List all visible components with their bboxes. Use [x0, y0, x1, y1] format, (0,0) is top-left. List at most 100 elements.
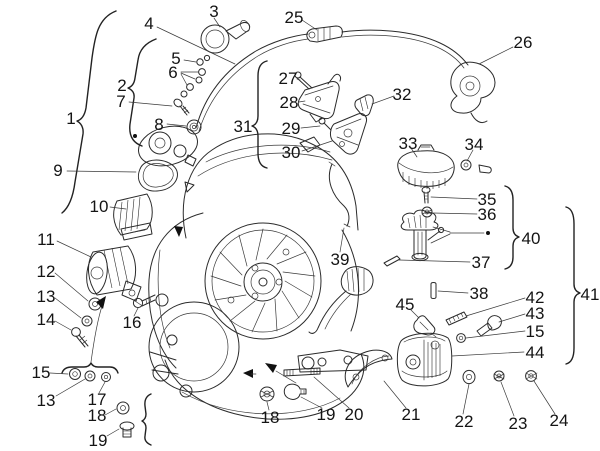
callout-11: 11	[37, 230, 55, 249]
callout-3: 3	[209, 2, 218, 21]
screw-part-7	[173, 98, 190, 116]
screw-part-35	[421, 186, 431, 204]
washer-part-13	[81, 315, 93, 327]
callout-45: 45	[396, 295, 415, 314]
washer-group-6	[180, 68, 206, 98]
callout-25: 25	[285, 8, 304, 27]
screw-part-27	[294, 71, 313, 90]
callout-28: 28	[280, 93, 299, 112]
leader-lines	[49, 17, 556, 437]
grommet-part-8	[186, 119, 202, 135]
switch-part-10	[113, 193, 153, 241]
regulator-part-30	[330, 113, 367, 155]
callout-39: 39	[331, 250, 350, 269]
callout-2: 2	[117, 76, 126, 95]
spark-plug-cap	[450, 61, 496, 124]
gasket-part-9	[137, 159, 178, 192]
callout-34: 34	[465, 135, 484, 154]
cap-part-3	[200, 20, 251, 54]
cover-part-21	[344, 349, 393, 388]
spring-part-42	[445, 311, 468, 326]
callout-40: 40	[522, 229, 541, 248]
callout-41: 41	[581, 285, 600, 304]
brace-group-1	[61, 10, 117, 214]
callout-1: 1	[66, 109, 75, 128]
nut-part-23	[493, 370, 505, 382]
coil-part-11	[86, 245, 142, 302]
callout-36: 36	[478, 205, 497, 224]
nut-part-24	[525, 370, 538, 382]
advance-unit-part-40	[400, 209, 490, 262]
bolt-part-16	[132, 294, 156, 309]
callout-29: 29	[282, 119, 301, 138]
callout-19b: 19	[317, 405, 336, 424]
wire-part-39	[328, 161, 351, 228]
callout-43: 43	[526, 304, 545, 323]
brace-group-15-13-17	[61, 362, 119, 374]
washer-part-22	[462, 369, 476, 385]
callout-labels: 1 2 3 4 5 6 7 8 9 10 11 12 13 14 15 16 1…	[32, 2, 600, 450]
callout-21: 21	[402, 405, 421, 424]
callout-44: 44	[526, 343, 545, 362]
engine-assembly-drawing	[148, 133, 369, 420]
flywheel-fins	[210, 228, 316, 333]
callout-13: 13	[37, 287, 56, 306]
bolt-part-14	[71, 327, 89, 348]
fastener-group-5	[196, 54, 211, 66]
nut-part-18-bottom	[259, 386, 275, 402]
callout-31: 31	[234, 117, 253, 136]
callout-19: 19	[89, 431, 108, 450]
horn-part-33	[397, 144, 455, 189]
callout-9: 9	[53, 161, 62, 180]
callout-23: 23	[509, 414, 528, 433]
callout-17: 17	[88, 390, 107, 409]
callout-13b: 13	[37, 391, 56, 410]
bolt-part-19-left	[119, 421, 135, 438]
callout-37: 37	[472, 253, 491, 272]
washer-part-18-left	[116, 401, 130, 415]
callout-6: 6	[168, 63, 177, 82]
nut-part-15-left	[69, 368, 81, 380]
nut-part-15-right	[456, 333, 466, 343]
washer-part-17	[101, 372, 111, 382]
callout-15: 15	[32, 363, 51, 382]
callout-24: 24	[550, 411, 569, 430]
callout-32: 32	[393, 85, 412, 104]
callout-30: 30	[282, 143, 301, 162]
callout-10: 10	[90, 197, 109, 216]
washer-part-34	[460, 159, 492, 174]
brace-group-2	[127, 38, 157, 147]
callout-16: 16	[123, 313, 142, 332]
callout-26: 26	[514, 33, 533, 52]
callout-38: 38	[470, 284, 489, 303]
nut-part-36	[421, 206, 433, 218]
bolt-part-43	[476, 315, 502, 337]
callout-22: 22	[455, 412, 474, 431]
pointer-arrows	[96, 226, 297, 384]
ht-cable-right	[341, 29, 469, 69]
bolt-part-19-bottom	[283, 383, 307, 400]
stud-part-20	[283, 367, 321, 377]
callout-20: 20	[345, 405, 364, 424]
housing-part-44	[396, 332, 453, 387]
callout-12: 12	[37, 262, 56, 281]
pin-part-38	[430, 282, 437, 299]
cdi-unit-part-28	[297, 73, 341, 123]
callout-42: 42	[526, 288, 545, 307]
callout-33: 33	[399, 134, 418, 153]
callout-4: 4	[144, 14, 153, 33]
callout-18: 18	[88, 406, 107, 425]
callout-14: 14	[37, 310, 56, 329]
ht-cable	[195, 33, 309, 132]
pin-part-37	[383, 255, 401, 267]
screw-part-29	[318, 117, 332, 131]
brace-group-31	[251, 60, 268, 169]
callout-15b: 15	[526, 322, 545, 341]
brace-group-41	[565, 206, 581, 365]
cable-connector	[306, 25, 343, 43]
brace-group-40	[504, 185, 520, 270]
kick-pedal	[308, 266, 374, 334]
rubber-cap-part-32	[354, 94, 374, 117]
